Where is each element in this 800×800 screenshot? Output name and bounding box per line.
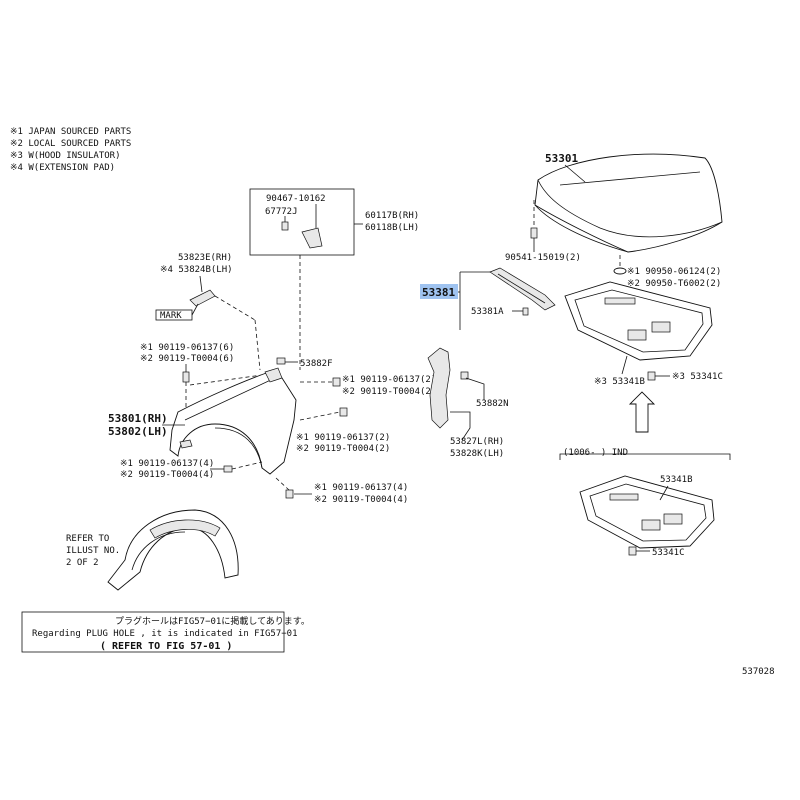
seal-clip-icon: [522, 307, 529, 316]
label-bolt-b2[interactable]: ※2 90119-T0004(2): [342, 387, 436, 397]
label-bracket-top[interactable]: 90467-10162: [266, 194, 326, 204]
hood-part[interactable]: [534, 153, 723, 253]
label-selected-part[interactable]: 53381: [422, 286, 455, 299]
label-ext-lh[interactable]: ※4 53824B(LH): [160, 265, 233, 275]
selected-part-highlight: [420, 284, 458, 299]
bolt-d-icon: [223, 465, 233, 473]
info-line-2: Regarding PLUG HOLE , it is indicated in…: [32, 629, 298, 639]
label-hood-note1[interactable]: ※1 90950-06124(2): [627, 267, 721, 277]
label-mark: MARK: [160, 311, 182, 321]
label-hood-note2[interactable]: ※2 90950-T6002(2): [627, 279, 721, 289]
label-insulator-clip[interactable]: ※3 53341C: [672, 372, 723, 382]
label-ext-rh[interactable]: 53823E(RH): [178, 253, 232, 263]
note-hood-insulator: ※3 W(HOOD INSULATOR): [10, 151, 121, 161]
label-bolt-c2[interactable]: ※2 90119-T0004(2): [296, 444, 390, 454]
note-extension-pad: ※4 W(EXTENSION PAD): [10, 163, 115, 173]
insulator-clip-icon: [647, 371, 656, 381]
info-line-3: ( REFER TO FIG 57-01 ): [100, 641, 232, 652]
label-seal-clip[interactable]: 53381A: [471, 307, 504, 317]
arrow-up-icon: [628, 391, 656, 433]
label-refer-3: 2 OF 2: [66, 558, 99, 568]
alt-clip-icon: [628, 546, 637, 556]
side-seal-part[interactable]: [427, 347, 451, 429]
label-bracket-rh[interactable]: 60117B(RH): [365, 211, 419, 221]
label-bolt-e2[interactable]: ※2 90119-T0004(4): [314, 495, 408, 505]
label-seal-f[interactable]: 53882F: [300, 359, 333, 369]
bolt-b-icon: [332, 377, 341, 387]
label-bracket-clip[interactable]: 67772J: [265, 207, 298, 217]
label-bolt-d1[interactable]: ※1 90119-06137(4): [120, 459, 214, 469]
seal-53381-part[interactable]: [489, 267, 556, 311]
label-bracket-lh[interactable]: 60118B(LH): [365, 223, 419, 233]
figure-number: 537028: [742, 667, 775, 677]
label-fender-lh[interactable]: 53802(LH): [108, 425, 168, 438]
label-refer-1: REFER TO: [66, 534, 109, 544]
bracket-box: [249, 188, 355, 256]
seal-n-clip-icon: [460, 371, 469, 380]
label-seal-n[interactable]: 53882N: [476, 399, 509, 409]
hood-insulator-part[interactable]: [564, 281, 713, 361]
label-alt-insulator[interactable]: 53341B: [660, 475, 693, 485]
label-bolt-d2[interactable]: ※2 90119-T0004(4): [120, 470, 214, 480]
bolt-a-icon: [182, 371, 190, 383]
seal-f-icon: [276, 357, 286, 365]
label-alt-clip[interactable]: 53341C: [652, 548, 685, 558]
label-range: (1006- ) IND: [563, 448, 628, 458]
bolt-c-icon: [339, 407, 348, 417]
label-seal-lh[interactable]: 53828K(LH): [450, 449, 504, 459]
bolt-e-icon: [285, 489, 294, 499]
label-bolt-a1[interactable]: ※1 90119-06137(6): [140, 343, 234, 353]
label-fender-rh[interactable]: 53801(RH): [108, 412, 168, 425]
hood-clip-icon: [530, 227, 538, 239]
label-insulator[interactable]: ※3 53341B: [594, 377, 645, 387]
label-bolt-b1[interactable]: ※1 90119-06137(2): [342, 375, 436, 385]
label-refer-2: ILLUST NO.: [66, 546, 120, 556]
label-bolt-e1[interactable]: ※1 90119-06137(4): [314, 483, 408, 493]
alt-insulator-part[interactable]: [579, 475, 715, 549]
label-seal-rh[interactable]: 53827L(RH): [450, 437, 504, 447]
extension-pad-part[interactable]: [189, 289, 216, 307]
note-local-sourced: ※2 LOCAL SOURCED PARTS: [10, 139, 131, 149]
notes-block: ※1 JAPAN SOURCED PARTS ※2 LOCAL SOURCED …: [10, 127, 131, 173]
fender-part[interactable]: [169, 367, 297, 475]
bracket-part[interactable]: [281, 221, 323, 249]
info-box: [21, 611, 285, 653]
label-bolt-c1[interactable]: ※1 90119-06137(2): [296, 433, 390, 443]
fender-liner-part[interactable]: [107, 509, 239, 591]
label-hood[interactable]: 53301: [545, 152, 578, 165]
label-hood-clip[interactable]: 90541-15019(2): [505, 253, 581, 263]
label-bolt-a2[interactable]: ※2 90119-T0004(6): [140, 354, 234, 364]
info-line-1: プラグホールはFIG57−01に掲載してあります。: [115, 615, 310, 627]
hood-cushion-icon: [613, 267, 627, 275]
note-japan-sourced: ※1 JAPAN SOURCED PARTS: [10, 127, 131, 137]
